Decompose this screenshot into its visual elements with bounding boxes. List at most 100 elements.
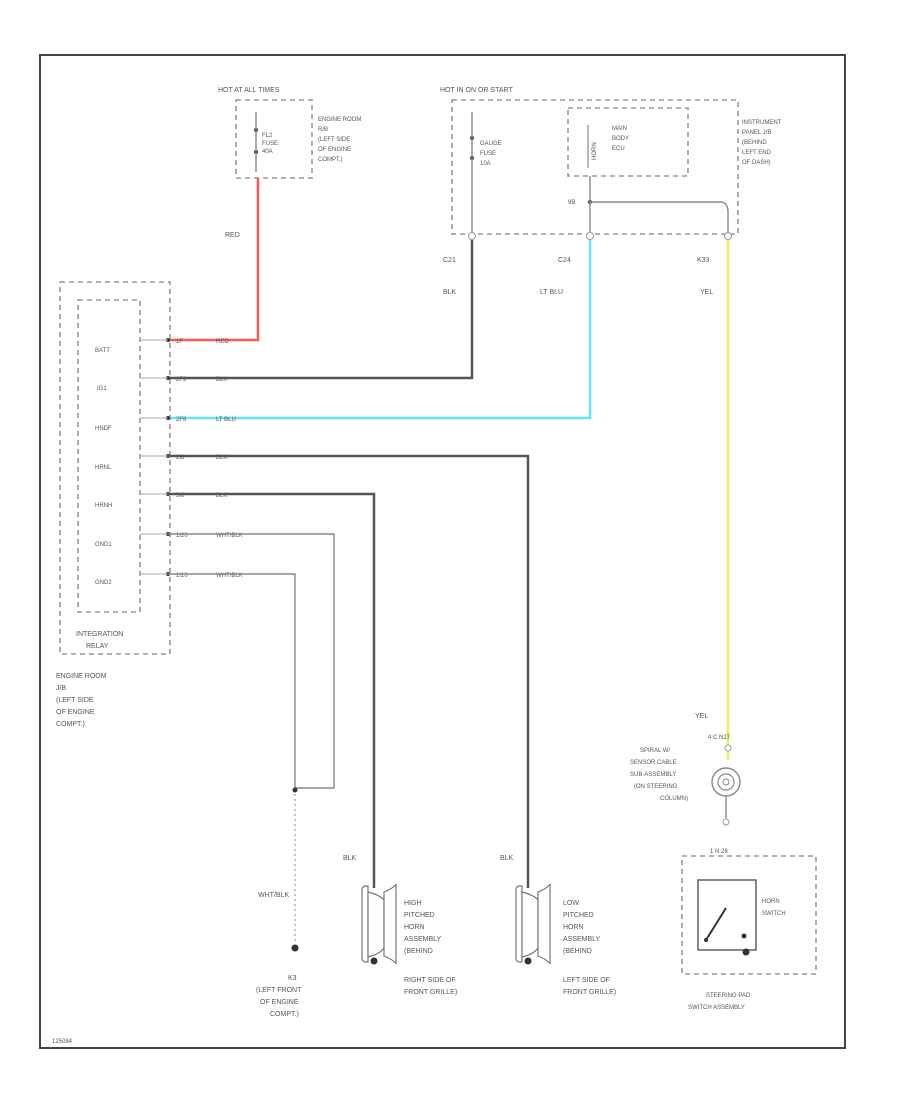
gauge-fuse-label-1: GAUGE (480, 141, 502, 147)
relay-internal-stubs (140, 339, 168, 575)
spiral-connector-label: 4 C N27 (708, 735, 731, 741)
pin-hrnl-label: HRNL (95, 465, 112, 471)
gauge-fuse-label-3: 10A (480, 161, 491, 167)
horn-relay-label: HORN (592, 142, 598, 160)
steering-pad-switch-box (681, 855, 817, 975)
spiral-label-5: COLUMN) (660, 796, 688, 802)
pin-gnd1-label: GND1 (95, 542, 112, 548)
wht-blk-ground-label: WHT/BLK (258, 892, 289, 899)
pin-hrnh-code: 5I8 (176, 493, 185, 499)
pin-hndf-code: 2F8 (176, 417, 187, 423)
yel-wire-label-top: YEL (700, 289, 713, 296)
high-horn-label-7: FRONT GRILLE) (404, 989, 457, 996)
lt-blu-wire (168, 240, 592, 420)
ecu-to-k33-link (589, 176, 729, 232)
yel-wire-label-bottom: YEL (695, 713, 708, 720)
pin-hndf-wire: LT BLU (216, 417, 236, 423)
instrument-panel-jb-label-1: INSTRUMENT (742, 120, 782, 126)
main-body-ecu-label-3: ECU (612, 146, 625, 152)
high-horn-label-5: (BEHIND (404, 948, 433, 955)
ground-splice-dot (292, 787, 298, 793)
main-body-ecu-label-1: MAIN (612, 126, 627, 132)
engine-room-jb-label-5: COMPT.) (56, 721, 85, 728)
instrument-panel-jb-label-2: PANEL J/B (742, 130, 771, 136)
horn-switch-label-1: HORN (762, 899, 780, 905)
low-horn-label-1: LOW (563, 900, 579, 907)
engine-room-jb-label-1: ENGINE ROOM (56, 673, 107, 680)
pin-gnd1-wire: WHT/BLK (216, 533, 243, 539)
low-horn-label-4: ASSEMBLY (563, 936, 601, 943)
high-horn-label-3: HORN (404, 924, 425, 931)
pin-ig1-label: IG1 (97, 386, 107, 392)
integration-relay-box (77, 299, 141, 613)
blk-high-horn-label: BLK (343, 855, 357, 862)
instrument-panel-jb-label-5: OF DASH) (742, 160, 771, 166)
ground-k3-label-3: OF ENGINE (260, 999, 299, 1006)
wht-blk-gnd1-wire (168, 533, 335, 789)
instrument-panel-jb-box (451, 99, 739, 235)
spiral-label-2: SENSOR CABLE (630, 760, 677, 766)
low-horn-label-7: FRONT GRILLE) (563, 989, 616, 996)
low-horn-label-3: HORN (563, 924, 584, 931)
engine-room-rb-box (235, 99, 313, 179)
diagram-frame (39, 54, 846, 1049)
pin-batt-label: BATT (95, 348, 110, 354)
low-horn-label-5: (BEHIND (563, 948, 592, 955)
horn-switch-label-2: SWITCH (762, 911, 786, 917)
pin-hndf-label: HNDF (95, 426, 112, 432)
blk-ig1-wire-label: BLK (443, 289, 457, 296)
fl2-fuse-label-3: 40A (262, 149, 273, 155)
ground-k3-label-2: (LEFT FRONT (256, 987, 302, 994)
high-pitched-horn-icon (361, 883, 397, 965)
spiral-label-3: SUB-ASSEMBLY (630, 772, 676, 778)
integration-relay-label-1: INTEGRATION (76, 631, 123, 638)
pin-gnd2-label: GND2 (95, 580, 112, 586)
high-horn-label-6: RIGHT SIDE OF (404, 977, 456, 984)
pin-hrnh-label: HRNH (95, 503, 112, 509)
fl2-fuse-label-1: FL2 (262, 133, 273, 139)
spiral-label-1: SPIRAL W/ (640, 748, 670, 754)
horn-switch-box (697, 879, 757, 951)
connector-k33-label: K33 (697, 257, 710, 264)
instrument-panel-jb-label-4: LEFT END (742, 150, 772, 156)
red-wire (168, 178, 260, 342)
pin-gnd2-wire: WHT/BLK (216, 573, 243, 579)
low-pitched-horn-icon (515, 883, 551, 965)
wht-blk-gnd2-wire (168, 573, 296, 788)
high-horn-label-2: PITCHED (404, 912, 435, 919)
engine-room-jb-label-3: (LEFT SIDE (56, 697, 94, 704)
pin-hrnl-code: 2I8 (176, 455, 185, 461)
spiral-bottom-terminal (722, 818, 730, 826)
pin-batt-wire: RED (216, 339, 229, 345)
high-horn-label-4: ASSEMBLY (404, 936, 442, 943)
high-horn-label-1: HIGH (404, 900, 422, 907)
pin-batt-code: 1F (176, 339, 183, 345)
engine-room-jb-label-2: J/B (56, 685, 66, 692)
ground-k3-label-4: COMPT.) (270, 1011, 299, 1018)
pin-gnd2-code: 1I10 (176, 573, 188, 579)
blk-hrnh-wire (168, 492, 376, 888)
blk-low-horn-label: BLK (500, 855, 514, 862)
engine-room-rb-label-2: R/B (318, 127, 328, 133)
horn-switch-icon (704, 907, 747, 942)
low-horn-label-6: LEFT SIDE OF (563, 977, 610, 984)
hot-at-all-times-label: HOT AT ALL TIMES (218, 87, 280, 94)
engine-room-jb-label-4: OF ENGINE (56, 709, 95, 716)
blk-hrnl-wire (168, 454, 530, 888)
fl2-fuse-label-2: FUSE (262, 141, 278, 147)
pin-hrnh-wire: BLK (216, 493, 227, 499)
connector-9b-label: 9B (568, 200, 575, 206)
main-body-ecu-box (567, 107, 689, 177)
instrument-panel-jb-label-3: (BEHIND (742, 140, 767, 146)
engine-room-rb-label-4: OF ENGINE (318, 147, 351, 153)
spiral-label-4: (ON STEERING (634, 784, 678, 790)
spiral-top-terminal (724, 744, 732, 752)
diagram-code: 125084 (52, 1039, 73, 1045)
switch-connector-label: 1 N 28 (710, 849, 728, 855)
spiral-cable-icon (711, 767, 741, 797)
c24-terminal (586, 232, 594, 240)
hot-in-on-label: HOT IN ON OR START (440, 87, 513, 94)
main-body-ecu-label-2: BODY (612, 136, 629, 142)
connector-c21-label: C21 (443, 257, 456, 264)
